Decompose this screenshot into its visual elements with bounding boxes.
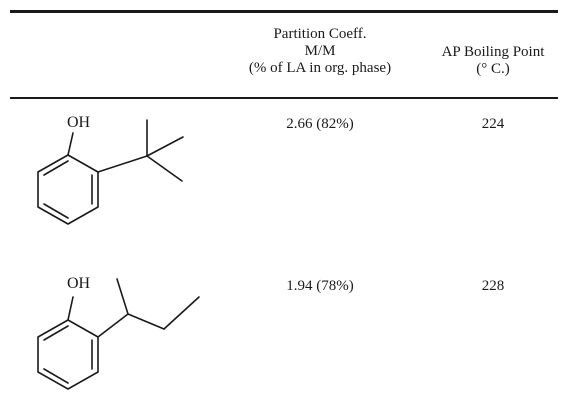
row-2-boiling-value: 228 <box>481 278 505 294</box>
structure-2-oh-bond <box>67 296 74 321</box>
structure-1-tert-butylphenol <box>37 119 184 225</box>
row-1-boiling-value: 224 <box>481 116 505 132</box>
structure-2-sec-butylphenol <box>37 278 200 390</box>
table-top-rule <box>10 10 558 13</box>
header-partition-line-3: (% of LA in org. phase) <box>248 60 392 76</box>
header-boiling-point: AP Boiling Point (° C.) <box>418 44 568 78</box>
structure-1-benzene-ring <box>37 154 99 225</box>
header-boiling-line-2: (° C.) <box>476 61 510 77</box>
structure-2-oh-label: OH <box>67 275 91 292</box>
structure-2-ethyl-1 <box>127 313 165 330</box>
header-partition-line-2: M/M <box>304 43 336 59</box>
structure-1-methyl-down <box>146 155 183 182</box>
structure-1-oh-bond <box>67 132 74 156</box>
table-header-rule <box>10 97 558 99</box>
structure-1-methyl-right <box>146 136 184 157</box>
header-boiling-line-1: AP Boiling Point <box>441 44 545 60</box>
row-2-partition-value: 1.94 (78%) <box>286 278 354 294</box>
structure-1-inner-bond-a <box>43 160 69 176</box>
structure-1-ring-to-quaternary <box>97 155 148 173</box>
header-partition-coeff: Partition Coeff. M/M (% of LA in org. ph… <box>200 26 440 77</box>
structure-2-ethyl-2 <box>163 296 200 330</box>
structure-2-inner-bond-a <box>43 325 69 341</box>
structure-2-methyl-up <box>116 278 129 315</box>
structure-1-inner-bond-c <box>43 203 69 219</box>
structure-2-benzene-ring <box>37 319 99 390</box>
structure-2-ring-to-ch <box>97 313 129 338</box>
structure-2-inner-bond-c <box>43 368 69 384</box>
structure-1-oh-label: OH <box>67 114 91 131</box>
header-partition-line-1: Partition Coeff. <box>273 26 367 42</box>
row-1-partition-value: 2.66 (82%) <box>286 116 354 132</box>
